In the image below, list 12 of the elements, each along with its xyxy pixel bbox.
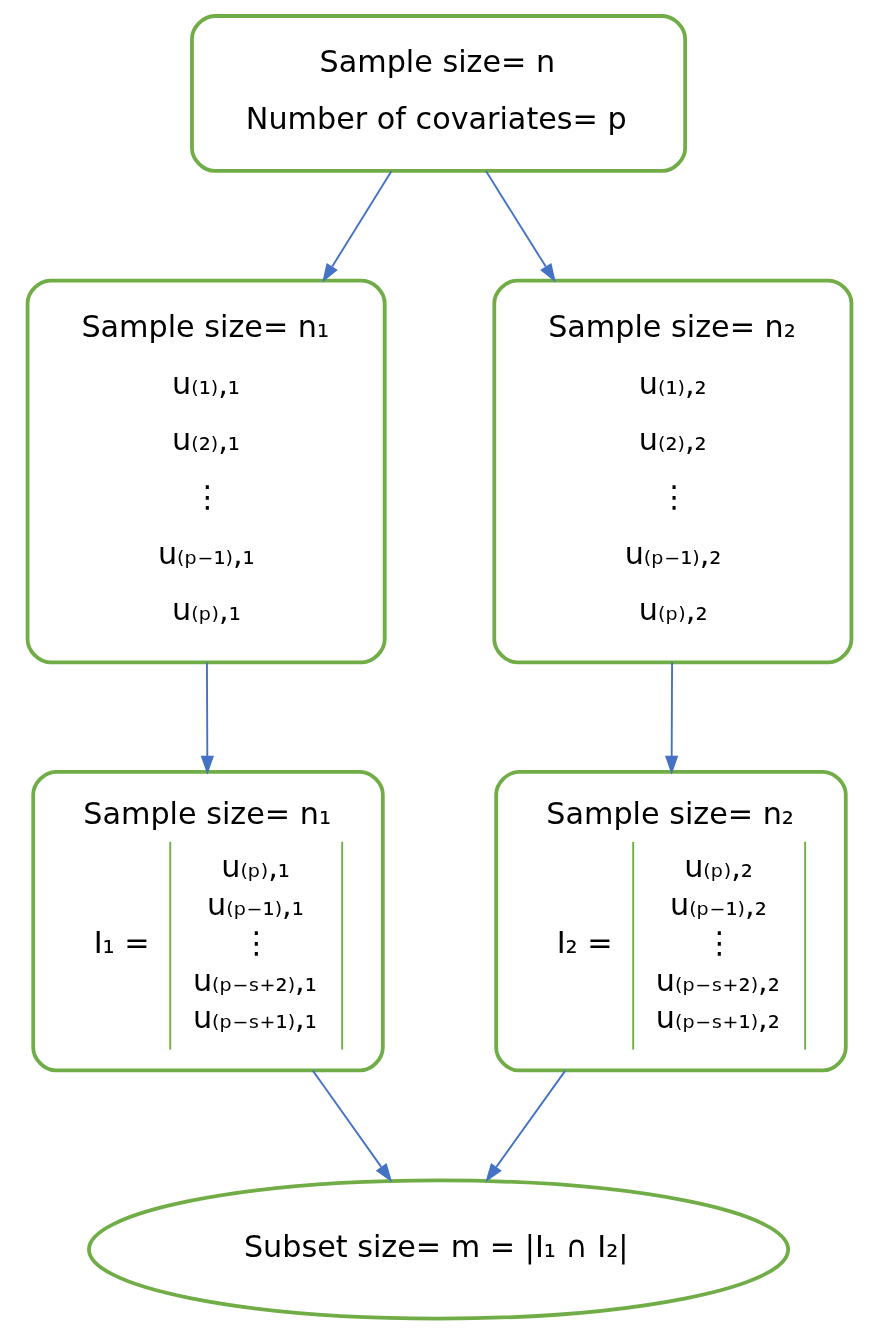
node-box: Sample size= n₁ I₁ = u₍ₚ₎,₁ u₍ₚ₋₁₎,₁ ⋮ u₍ₚ₋ₛ₊₂₎,₁ u₍ₚ₋ₛ₊₁₎,₁ <box>30 769 385 1073</box>
node-box: Sample size= n Number of covariates= p <box>189 14 687 173</box>
node-box: Sample size= n₁ u₍₁₎,₁ u₍₂₎,₁ ⋮ u₍ₚ₋₁₎,₁ u₍ₚ₎,₁ <box>25 278 387 665</box>
arrow <box>200 661 214 775</box>
node-ellipse: Subset size= m = |I₁ ∩ I₂| <box>86 1178 790 1321</box>
arrow <box>311 1069 392 1183</box>
node-box: Sample size= n₂ I₂ = u₍ₚ₎,₂ u₍ₚ₋₁₎,₂ ⋮ u₍ₚ₋ₛ₊₂₎,₂ u₍ₚ₋ₛ₊₁₎,₂ <box>493 769 848 1073</box>
node-box: Sample size= n₂ u₍₁₎,₂ u₍₂₎,₂ ⋮ u₍ₚ₋₁₎,₂ u₍ₚ₎,₂ <box>491 278 853 665</box>
arrow <box>484 170 556 283</box>
arrow <box>664 661 678 775</box>
arrow <box>321 170 392 283</box>
arrow <box>484 1069 566 1183</box>
